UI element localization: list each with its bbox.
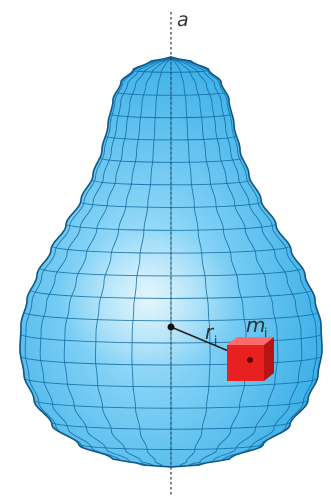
cube-front-face <box>227 345 264 381</box>
mass-subscript: i <box>264 326 267 340</box>
meridian-line <box>170 58 247 467</box>
axis-point <box>167 323 175 331</box>
meridian-line <box>95 58 172 467</box>
mass-cube <box>227 337 274 381</box>
meridian-line <box>24 57 172 466</box>
meridian-line <box>170 57 303 467</box>
mass-point <box>247 357 253 363</box>
mass-label: m <box>246 313 265 337</box>
meridian-line <box>131 58 172 467</box>
axis-label: a <box>177 9 189 31</box>
meridian-line <box>170 58 211 467</box>
radius-subscript: i <box>214 334 217 348</box>
meridian-line <box>170 57 279 467</box>
meridian-line <box>170 57 318 466</box>
cube-top-face <box>227 337 274 345</box>
cube-side-face <box>264 337 274 381</box>
meridian-line <box>63 57 172 467</box>
radius-label: r <box>205 320 215 344</box>
highlight <box>60 230 240 370</box>
meridian-line <box>39 57 172 467</box>
